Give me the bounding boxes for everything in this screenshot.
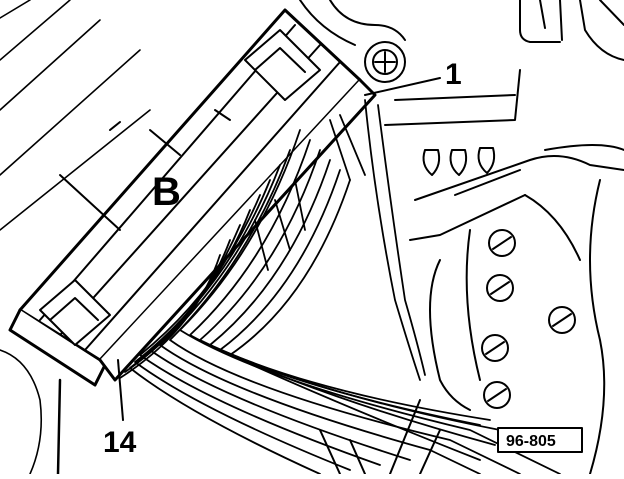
leader-line-1 — [364, 77, 441, 96]
slot-shapes — [422, 147, 496, 176]
right-mechanism — [319, 144, 624, 475]
callout-1: 1 — [445, 58, 462, 91]
callout-14: 14 — [103, 426, 137, 459]
screw-head — [548, 306, 576, 334]
connector-module — [8, 8, 377, 387]
mounting-screw — [364, 41, 406, 83]
module-label: B — [152, 170, 181, 214]
screw-head — [481, 334, 509, 362]
reference-code-box: 96-805 — [497, 427, 583, 453]
reference-code: 96-805 — [506, 433, 556, 450]
housing-lines-left — [0, 0, 151, 476]
leader-line-14 — [117, 359, 124, 421]
screw-head — [488, 229, 516, 257]
leader-lines — [117, 77, 441, 421]
screw-head — [483, 381, 511, 409]
screw-heads — [481, 229, 576, 409]
upper-bracket — [299, 0, 624, 126]
wire-harness — [119, 99, 561, 475]
screw-head — [486, 274, 514, 302]
